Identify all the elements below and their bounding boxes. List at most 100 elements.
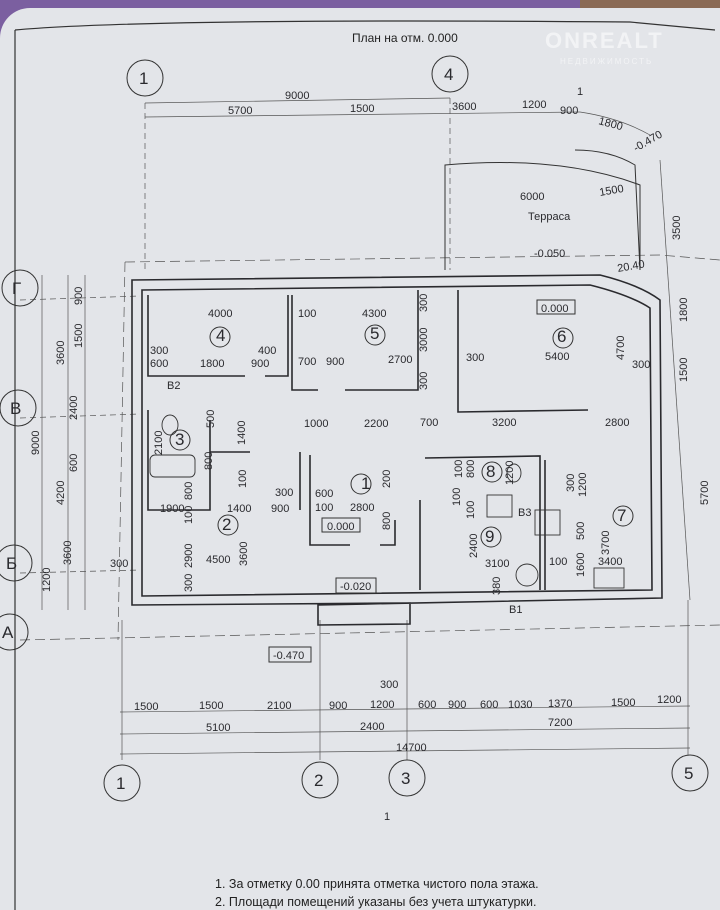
level: -0.050 (534, 248, 565, 260)
dim: 3500 (671, 216, 683, 240)
paper-sheet (0, 8, 720, 910)
axis-bubble (0, 544, 33, 582)
axis-label: В (10, 399, 21, 418)
dim: 2200 (364, 418, 388, 430)
dim: 900 (560, 105, 578, 117)
axis-label: 1 (116, 774, 125, 793)
dim: 100 (453, 460, 465, 478)
note-line: 2. Площади помещений указаны без учета ш… (215, 895, 536, 909)
dim: 1200 (504, 461, 516, 485)
level: -0.470 (273, 650, 304, 662)
level: -0.020 (340, 581, 371, 593)
dim: 100 (549, 556, 567, 568)
dim: 300 (418, 294, 430, 312)
axis-bubble (103, 764, 141, 802)
vent-label: В1 (509, 604, 522, 616)
dim: 300 (183, 574, 195, 592)
dim: 1500 (199, 700, 223, 712)
room-number: 4 (216, 326, 225, 345)
dim: 1800 (678, 298, 690, 322)
dim: 800 (381, 512, 393, 530)
bathtub-icon (149, 454, 196, 478)
axis-label: 3 (401, 769, 410, 788)
dim: 2700 (388, 354, 412, 366)
axis-bubble (481, 461, 503, 483)
dim: 4300 (362, 308, 386, 320)
dim: 2100 (267, 700, 291, 712)
dim: 900 (73, 287, 85, 305)
dim: 500 (205, 410, 217, 428)
dim: 20.40 (616, 258, 645, 275)
axis-bubble (0, 613, 29, 651)
dim: 2400 (68, 396, 80, 420)
axis-label: 4 (444, 65, 453, 84)
dim: 200 (381, 470, 393, 488)
dim: 100 (465, 501, 477, 519)
dim: 800 (465, 460, 477, 478)
dimension-lines (19, 97, 720, 760)
dim: 1200 (522, 99, 546, 111)
dim: 700 (298, 356, 316, 368)
room-number: 2 (222, 515, 231, 534)
plan-title: План на отм. 0.000 (352, 31, 458, 45)
dim: 100 (183, 506, 195, 524)
dim: 300 (380, 679, 398, 691)
dim: 2100 (153, 431, 165, 455)
dim: 1200 (577, 473, 589, 497)
dim: 300 (150, 345, 168, 357)
stove-icon (534, 509, 561, 536)
dim: 3200 (492, 417, 516, 429)
dim: 600 (68, 454, 80, 472)
dim: 5700 (699, 481, 711, 505)
dim: 100 (298, 308, 316, 320)
dim: 2800 (350, 502, 374, 514)
dim: 900 (448, 699, 466, 711)
dim: 1500 (134, 701, 158, 713)
dim: 900 (251, 358, 269, 370)
dim: 380 (491, 577, 503, 595)
dim: 2900 (183, 544, 195, 568)
level: -0.470 (632, 129, 665, 155)
walls (131, 274, 663, 626)
axis-bubble (169, 429, 191, 451)
dim: 1500 (611, 697, 635, 709)
section-mark: 1 (384, 811, 390, 823)
dim: 5700 (228, 105, 252, 117)
axis-bubble (671, 754, 709, 792)
axis-label: Г (12, 279, 21, 298)
room-number: 1 (361, 474, 370, 493)
toilet-icon (506, 463, 522, 483)
dim: 5100 (206, 722, 230, 734)
dim: 600 (480, 699, 498, 711)
dim: 900 (329, 700, 347, 712)
level: 0.000 (327, 521, 355, 533)
axis-bubble (217, 514, 239, 536)
dim: 1900 (160, 503, 184, 515)
watermark-logo: ONREALT (545, 28, 664, 53)
dim: 3000 (418, 328, 430, 352)
dim: 3600 (452, 101, 476, 113)
dim: 2800 (605, 417, 629, 429)
dim: 300 (466, 352, 484, 364)
dim: 1200 (41, 568, 53, 592)
dim: 6000 (520, 191, 544, 203)
axis-bubble (350, 473, 372, 495)
dim: 9000 (285, 90, 309, 102)
dim: 600 (315, 488, 333, 500)
dim: 300 (275, 487, 293, 499)
axis-label: 1 (139, 69, 148, 88)
dim: 100 (315, 502, 333, 514)
axis-bubble (552, 327, 574, 349)
section-mark: 1 (577, 86, 583, 98)
dim: 7200 (548, 717, 572, 729)
room-number: 6 (557, 327, 566, 346)
level-box (335, 577, 377, 594)
room-number: 3 (175, 430, 184, 449)
table-icon (515, 563, 539, 587)
watermark-sub: НЕДВИЖИМОСТЬ (560, 57, 653, 66)
dim: 1200 (657, 694, 681, 706)
dim: 400 (258, 345, 276, 357)
dim: 900 (271, 503, 289, 515)
vent-label: В3 (518, 507, 531, 519)
dim: 3600 (238, 542, 250, 566)
